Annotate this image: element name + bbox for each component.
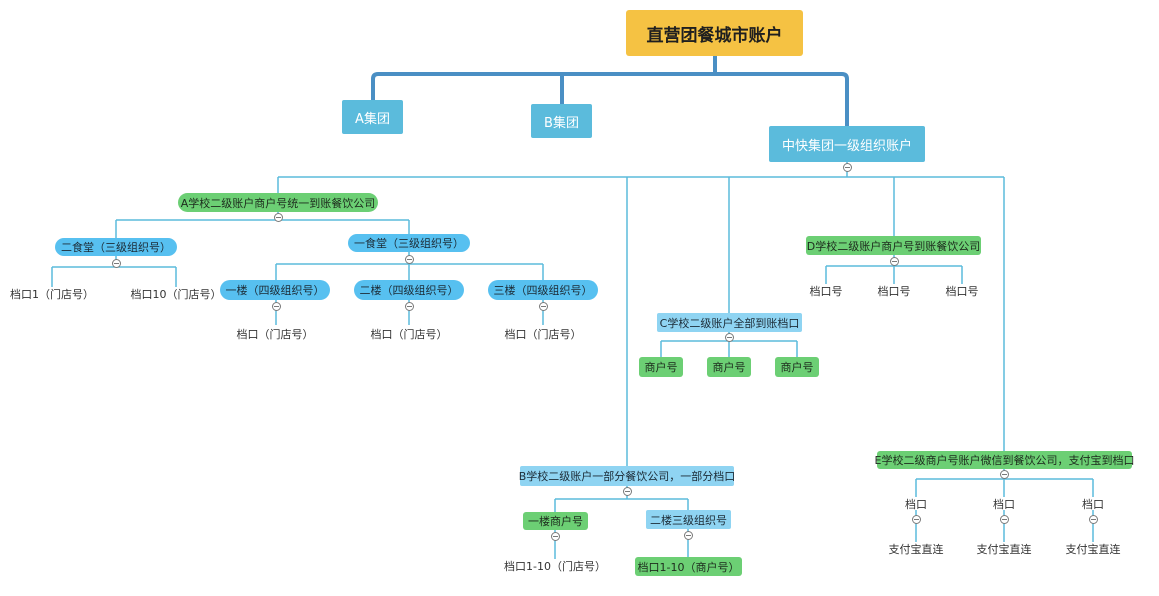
group-zhongkuai-node[interactable]: 中快集团一级组织账户 [769,126,925,162]
floor-2-node[interactable]: 二楼（四级组织号） [354,280,464,300]
school-e-alipay-3: 支付宝直连 [1065,543,1121,556]
collapse-icon[interactable] [539,302,548,311]
collapse-icon[interactable] [1000,470,1009,479]
top-connectors [371,56,849,126]
collapse-icon[interactable] [912,515,921,524]
floor-1-stalls-label: 档口1-10（门店号） [504,560,606,573]
floor-2-stalls-node[interactable]: 档口1-10（商户号） [635,557,742,576]
collapse-icon[interactable] [405,302,414,311]
school-e-alipay-2: 支付宝直连 [976,543,1032,556]
root-node[interactable]: 直营团餐城市账户 [626,10,803,56]
canteen-2-node[interactable]: 二食堂（三级组织号） [55,238,177,256]
collapse-icon[interactable] [112,259,121,268]
floor-3-stall-label: 档口（门店号） [504,328,582,341]
collapse-icon[interactable] [274,213,283,222]
floor-3-node[interactable]: 三楼（四级组织号） [488,280,598,300]
school-e-node[interactable]: E学校二级商户号账户微信到餐饮公司，支付宝到档口 [875,451,1134,469]
collapse-icon[interactable] [1000,515,1009,524]
collapse-icon[interactable] [272,302,281,311]
school-a-node[interactable]: A学校二级账户商户号统一到账餐饮公司 [178,193,378,212]
school-e-stall-1: 档口 [905,497,927,511]
stall-1-label: 档口1（门店号） [10,288,94,301]
collapse-icon[interactable] [405,255,414,264]
collapse-icon[interactable] [551,532,560,541]
collapse-icon[interactable] [1089,515,1098,524]
floor-2-org-node[interactable]: 二楼三级组织号 [646,510,731,529]
floor-1-stall-label: 档口（门店号） [236,328,314,341]
school-e-stall-3: 档口 [1082,497,1104,511]
school-c-merchant-3[interactable]: 商户号 [775,357,819,377]
collapse-icon[interactable] [843,163,852,172]
group-b-node[interactable]: B集团 [531,104,592,138]
collapse-icon[interactable] [890,257,899,266]
collapse-icon[interactable] [623,487,632,496]
school-c-node[interactable]: C学校二级账户全部到账档口 [657,313,802,332]
floor-2-stall-label: 档口（门店号） [370,328,448,341]
school-d-stall-2: 档口号 [877,285,911,298]
school-b-node[interactable]: B学校二级账户一部分餐饮公司，一部分档口 [519,466,735,486]
collapse-icon[interactable] [725,333,734,342]
canteen-1-node[interactable]: 一食堂（三级组织号） [348,234,470,252]
group-a-node[interactable]: A集团 [342,100,403,134]
school-c-merchant-1[interactable]: 商户号 [639,357,683,377]
school-d-stall-3: 档口号 [945,285,979,298]
stall-10-label: 档口10（门店号） [130,288,222,301]
school-c-merchant-2[interactable]: 商户号 [707,357,751,377]
floor-1-node[interactable]: 一楼（四级组织号） [220,280,330,300]
collapse-icon[interactable] [684,531,693,540]
school-d-node[interactable]: D学校二级账户商户号到账餐饮公司 [806,236,981,255]
thin-connectors [51,162,1094,559]
school-e-alipay-1: 支付宝直连 [888,543,944,556]
school-e-stall-2: 档口 [993,497,1015,511]
school-d-stall-1: 档口号 [809,285,843,298]
floor-1-merchant-node[interactable]: 一楼商户号 [523,512,588,530]
